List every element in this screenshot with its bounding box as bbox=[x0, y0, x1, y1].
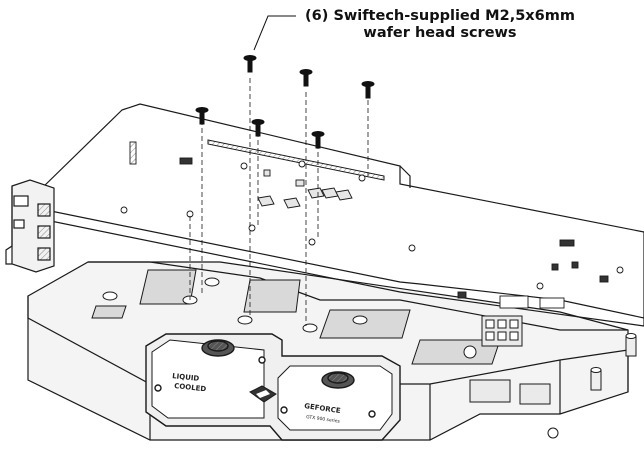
pcb-components bbox=[129, 141, 609, 309]
screws-callout: (6) Swiftech-supplied M2,5x6mm wafer hea… bbox=[290, 8, 590, 42]
standoffs bbox=[102, 277, 637, 439]
screw-icon bbox=[361, 81, 375, 99]
pcb-connector-strip bbox=[207, 139, 385, 181]
screw-icon bbox=[299, 69, 313, 87]
pcie-bracket bbox=[5, 179, 55, 273]
terminal-cover bbox=[145, 333, 401, 441]
swiftech-logo bbox=[249, 385, 277, 403]
callout-line-2: wafer head screws bbox=[363, 25, 517, 41]
vrm-section bbox=[463, 315, 551, 405]
thermal-pads bbox=[91, 269, 501, 365]
wafer-head-screws bbox=[195, 55, 375, 149]
gtx-series-label: GTX 900 series bbox=[306, 414, 341, 425]
screw-icon bbox=[243, 55, 257, 73]
alignment-guides bbox=[189, 78, 369, 326]
screw-icon bbox=[311, 131, 325, 149]
pcb-mounting-holes bbox=[120, 160, 624, 290]
callout-leader bbox=[253, 15, 296, 51]
screw-icon bbox=[251, 119, 265, 137]
screw-icon bbox=[195, 107, 209, 125]
liquid-cooled-label-1: LIQUID bbox=[172, 372, 200, 383]
callout-line-1: (6) Swiftech-supplied M2,5x6mm bbox=[305, 8, 575, 24]
liquid-cooled-label-2: COOLED bbox=[174, 382, 207, 393]
